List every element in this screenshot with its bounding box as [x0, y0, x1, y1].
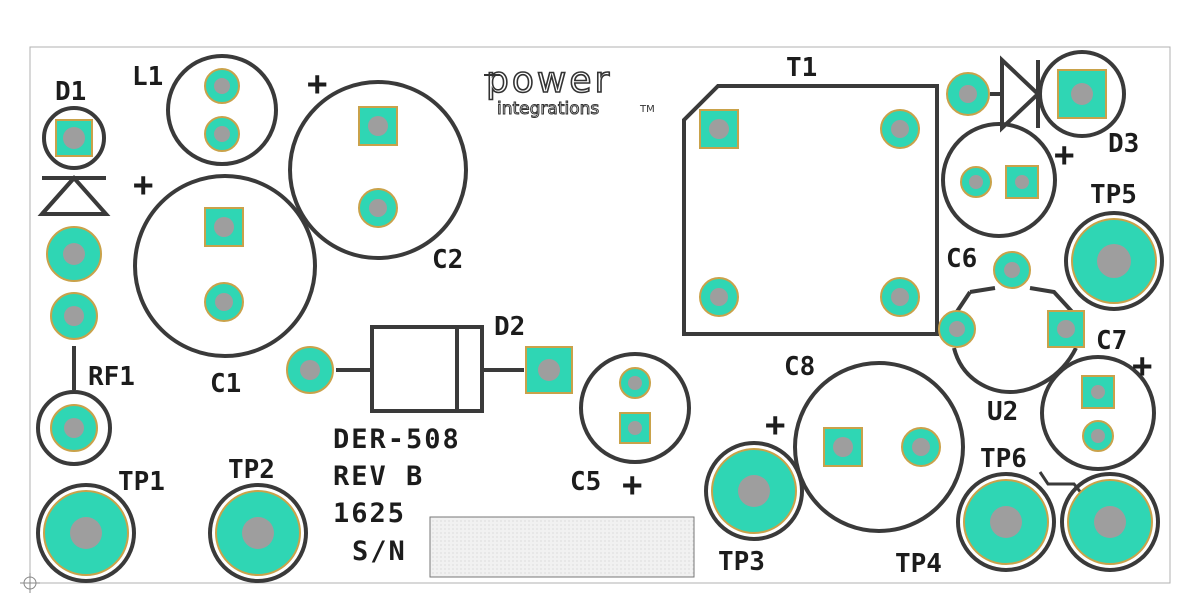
d2-label: D2 [494, 312, 525, 342]
small-cap-polarity: + [1054, 135, 1074, 175]
c1-label: C1 [210, 369, 241, 399]
u2-regulator: C6 U2 [938, 244, 1085, 427]
board-info: DER-508 REV B 1625 S/N [333, 424, 695, 578]
c7-label: C7 [1096, 326, 1127, 356]
t1-label: T1 [786, 53, 817, 83]
c5-polarity: + [622, 465, 642, 505]
c2-capacitor: + C2 [288, 64, 468, 275]
c5-square-pad [619, 412, 651, 444]
c5-label: C5 [570, 467, 601, 497]
tp3-test-point: TP3 [704, 441, 804, 577]
logo-trademark: TM [639, 104, 655, 115]
c7-capacitor: C7 + [1040, 326, 1156, 471]
tp2-test-point: TP2 [208, 455, 308, 583]
c5-capacitor: C5 + [570, 352, 691, 505]
board-info-line4: S/N [352, 536, 407, 567]
board-info-line1: DER-508 [333, 424, 461, 455]
c1-capacitor: + C1 [133, 165, 317, 399]
l1-label: L1 [132, 62, 163, 92]
logo-brand-top: power [486, 60, 612, 101]
logo-brand-bottom: integrations [497, 99, 599, 119]
tp4-label: TP4 [895, 549, 942, 579]
u2-label: U2 [987, 397, 1018, 427]
rf1-label: RF1 [88, 362, 135, 392]
board-info-line3: 1625 [333, 498, 406, 529]
c8-polarity: + [765, 405, 785, 445]
c2-label: C2 [432, 245, 463, 275]
origin-crosshair [20, 573, 40, 593]
tp6-label: TP6 [980, 444, 1027, 474]
power-integrations-logo: power integrations TM [484, 59, 655, 120]
c2-polarity: + [307, 64, 327, 104]
board-outline [29, 46, 1171, 584]
t1-transformer: T1 [682, 53, 939, 336]
small-capacitor-top-right: + [941, 122, 1074, 238]
serial-number-box [429, 516, 695, 578]
d1-label: D1 [55, 77, 86, 107]
c6-label: C6 [946, 244, 977, 274]
tp5-test-point: TP5 [1064, 180, 1164, 311]
d1-diode: D1 [37, 77, 111, 282]
tp1-label: TP1 [118, 467, 165, 497]
c1-polarity: + [133, 165, 153, 205]
tp1-test-point: TP1 [36, 467, 165, 583]
c8-capacitor: C8 + [765, 352, 965, 533]
board-info-line2: REV B [333, 461, 424, 492]
l1-inductor: L1 [132, 54, 278, 166]
d2-diode: D2 [286, 312, 573, 413]
tp5-label: TP5 [1090, 180, 1137, 210]
c8-label: C8 [784, 352, 815, 382]
d3-diode: D3 [946, 50, 1139, 159]
tp4-test-point: TP4 [895, 472, 1056, 579]
d3-label: D3 [1108, 129, 1139, 159]
tp3-label: TP3 [718, 547, 765, 577]
tp6-test-point: TP6 [980, 444, 1160, 572]
c7-polarity: + [1132, 346, 1152, 386]
tp2-label: TP2 [228, 455, 275, 485]
rf1-resistor: RF1 [36, 292, 135, 466]
